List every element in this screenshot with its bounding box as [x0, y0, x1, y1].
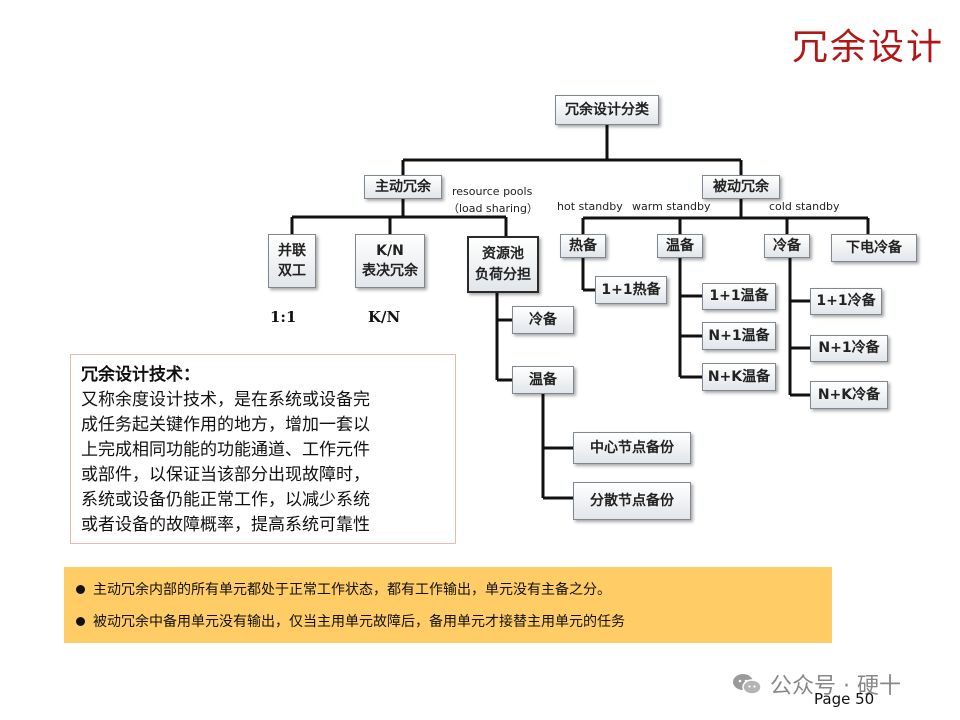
label-resource-pools: resource pools	[452, 185, 533, 198]
node-passive-redundancy: 被动冗余	[702, 175, 780, 199]
note-item: 主动冗余内部的所有单元都处于正常工作状态，都有工作输出，单元没有主备之分。	[76, 573, 820, 605]
ratio-label-1: 1:1	[270, 308, 297, 326]
tech-line: 上完成相同功能的功能通道、工作元件	[81, 440, 370, 460]
label-hot-standby: hot standby	[557, 200, 623, 213]
node-kn-voting: K/N 表决冗余	[355, 234, 425, 288]
slide-title: 冗余设计	[791, 27, 944, 68]
label-warm-standby: warm standby	[632, 200, 711, 213]
wechat-icon	[733, 674, 762, 695]
note-item: 被动冗余中备用单元没有输出，仅当主用单元故障后，备用单元才接替主用单元的任务	[76, 605, 820, 637]
node-warm-nplusk: N+K温备	[702, 363, 776, 391]
node-cold-nplusk: N+K冷备	[810, 381, 888, 409]
watermark-text: 公众号 · 硬十	[770, 674, 901, 699]
bullet-icon	[76, 616, 85, 626]
node-parallel-duplex: 并联 双工	[268, 234, 316, 288]
node-parallel-line1: 并联	[278, 242, 306, 259]
watermark: 公众号 · 硬十	[732, 668, 901, 700]
node-distributed-backup: 分散节点备份	[573, 482, 691, 520]
node-cold-1plus1: 1+1冷备	[810, 288, 882, 315]
node-hot-1plus1: 1+1热备	[595, 276, 667, 304]
note-text: 主动冗余内部的所有单元都处于正常工作状态，都有工作输出，单元没有主备之分。	[93, 582, 611, 598]
node-warm-nplus1: N+1温备	[702, 322, 776, 350]
tech-line: 或部件，以保证当该部分出现故障时，	[81, 465, 370, 485]
node-pool-warm: 温备	[512, 366, 574, 394]
node-cold-nplus1: N+1冷备	[810, 335, 888, 362]
note-text: 被动冗余中备用单元没有输出，仅当主用单元故障后，备用单元才接替主用单元的任务	[93, 614, 625, 630]
node-pool-line2: 负荷分担	[475, 266, 531, 283]
tech-heading: 冗余设计技术：	[81, 365, 200, 385]
tech-line: 或者设备的故障概率，提高系统可靠性	[81, 515, 370, 535]
tech-line: 系统或设备仍能正常工作，以减少系统	[81, 490, 370, 510]
node-hot-standby: 热备	[560, 234, 606, 258]
node-center-backup: 中心节点备份	[573, 432, 691, 464]
node-kn-line2: 表决冗余	[362, 263, 418, 279]
node-pool-cold: 冷备	[512, 306, 574, 334]
node-power-off-cold: 下电冷备	[831, 234, 917, 262]
node-pool-line1: 资源池	[482, 246, 524, 263]
node-parallel-line2: 双工	[278, 263, 306, 279]
node-active-redundancy: 主动冗余	[364, 175, 442, 199]
page-number: Page 50	[814, 690, 875, 708]
notes-box: 主动冗余内部的所有单元都处于正常工作状态，都有工作输出，单元没有主备之分。 被动…	[64, 567, 832, 643]
node-warm-1plus1: 1+1温备	[702, 283, 776, 310]
node-root: 冗余设计分类	[555, 95, 659, 125]
node-resource-pool: 资源池 负荷分担	[467, 236, 539, 293]
label-cold-standby: cold standby	[769, 200, 840, 213]
tech-line: 又称余度设计技术，是在系统或设备完	[81, 390, 370, 410]
tech-description-box: 冗余设计技术： 又称余度设计技术，是在系统或设备完 成任务起关键作用的地方，增加…	[70, 354, 456, 544]
label-load-sharing: （load sharing）	[448, 202, 538, 215]
node-cold-standby: 冷备	[764, 234, 810, 258]
bullet-icon	[76, 584, 85, 594]
node-warm-standby: 温备	[657, 234, 703, 258]
ratio-label-2: K/N	[368, 308, 401, 326]
tech-line: 成任务起关键作用的地方，增加一套以	[81, 415, 370, 435]
node-kn-line1: K/N	[376, 242, 404, 259]
